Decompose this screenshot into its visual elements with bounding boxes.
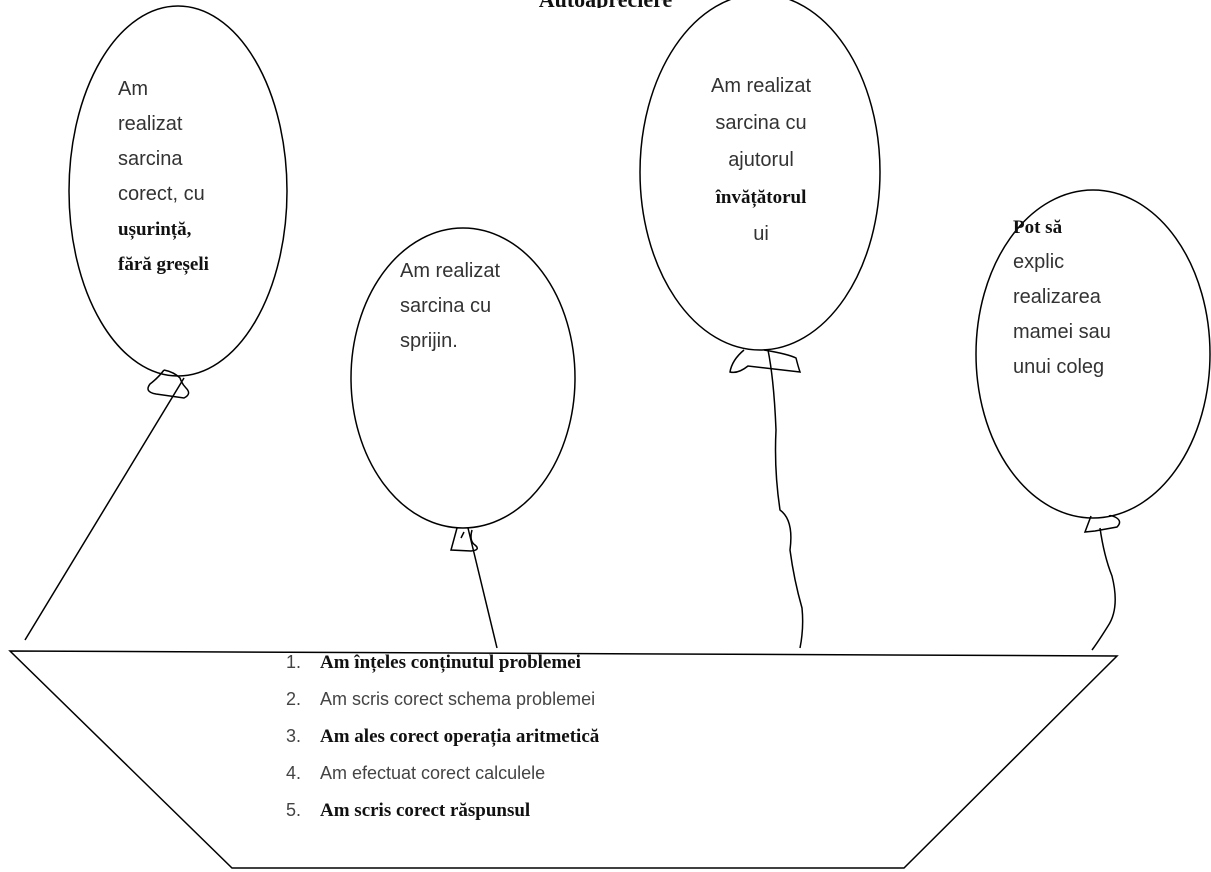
balloon-text-line: Am realizat (710, 75, 812, 97)
balloon-4-knot (1083, 514, 1121, 533)
list-item: 2. Am scris corect schema problemei (286, 681, 599, 718)
basket-criteria-list: 1. Am înțeles conținutul problemei 2. Am… (286, 644, 599, 829)
balloon-4-text: Pot să explic realizarea mamei sau unui … (1013, 210, 1111, 385)
balloon-text-line: Am realizat (400, 260, 501, 282)
list-item: 3. Am ales corect operația aritmetică (286, 718, 599, 755)
list-item: 5. Am scris corect răspunsul (286, 792, 599, 829)
balloon-text-line: ușurință, (118, 219, 192, 240)
list-item-number: 4. (286, 763, 302, 783)
balloon-text-line: realizarea (1013, 286, 1101, 308)
list-item-text: Am scris corect răspunsul (320, 799, 531, 821)
balloon-text-line: ajutorul (728, 149, 794, 171)
list-item-text: Am ales corect operația aritmetică (320, 725, 600, 747)
list-item-number: 5. (286, 800, 302, 820)
list-item: 4. Am efectuat corect calculele (286, 755, 599, 792)
balloon-text-line: fără greșeli (118, 254, 209, 275)
list-item: 1. Am înțeles conținutul problemei (286, 644, 599, 681)
balloon-text-line: realizat (118, 113, 183, 135)
list-item-number: 1. (286, 652, 302, 672)
balloon-3-text: Am realizat sarcina cu ajutorul învățăto… (666, 68, 856, 253)
balloon-text-line: învățătorul (715, 187, 807, 208)
balloon-text-line: corect, cu (118, 183, 205, 205)
list-item-text: Am efectuat corect calculele (320, 763, 546, 783)
balloon-3 (639, 0, 881, 351)
balloon-text-line: mamei sau (1013, 321, 1111, 343)
balloon-text-line: sprijin. (400, 330, 458, 352)
balloon-text-line: sarcina cu (715, 112, 807, 134)
balloon-4 (975, 189, 1211, 519)
page-title: Autoapreciere (0, 0, 1211, 8)
balloon-2 (350, 227, 576, 529)
balloon-1-text: Am realizat sarcina corect, cu ușurință,… (118, 72, 209, 282)
balloon-1-string (24, 377, 185, 641)
list-item-number: 3. (286, 726, 302, 746)
list-item-text: Am scris corect schema problemei (320, 689, 596, 709)
balloon-text-line: Am (118, 78, 148, 100)
balloon-1-knot (147, 369, 190, 399)
list-item-number: 2. (286, 689, 302, 709)
balloon-2-knot (450, 527, 478, 552)
balloon-text-line: sarcina (118, 148, 183, 170)
list-item-text: Am înțeles conținutul problemei (320, 651, 581, 673)
balloon-text-line: unui coleg (1013, 356, 1105, 378)
balloon-2-string (467, 527, 498, 649)
title-container: Autoapreciere (0, 0, 1211, 8)
balloon-text-line: ui (753, 223, 769, 245)
balloon-4-string (1091, 527, 1116, 651)
balloon-text-line: explic (1013, 251, 1065, 273)
balloon-text-line: Pot să (1013, 217, 1063, 238)
balloon-text-line: sarcina cu (400, 295, 492, 317)
balloon-2-text: Am realizat sarcina cu sprijin. (400, 254, 500, 359)
basket (8, 650, 1119, 869)
balloon-3-string (767, 349, 804, 649)
balloon-3-knot (729, 349, 802, 374)
